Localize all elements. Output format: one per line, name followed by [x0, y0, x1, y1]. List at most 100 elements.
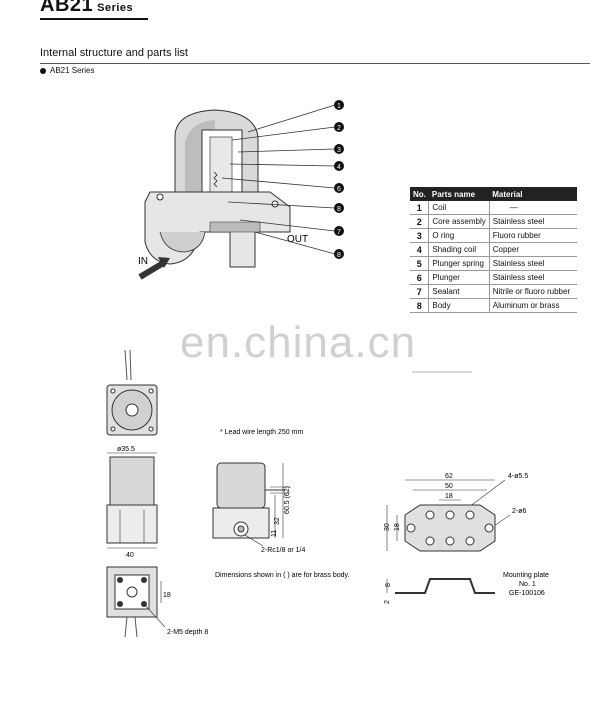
- mounting-plate-side: 8 2 Mounting plate No. 1 GE-100106: [384, 572, 549, 604]
- part-material: Fluoro rubber: [489, 228, 578, 243]
- watermark-text: en.china.cn: [180, 318, 417, 367]
- dim-bottom-18: 18: [163, 592, 171, 599]
- leader-lines: [221, 104, 336, 255]
- plate-label-1: Mounting plate: [503, 572, 549, 579]
- plunger-spring: [213, 171, 218, 188]
- table-row: 8 Body Aluminum or brass: [410, 298, 578, 313]
- dim-plate-62: 62: [445, 473, 453, 480]
- part-name: Shading coil: [428, 242, 490, 257]
- dim-plate-18-side: 18: [394, 523, 401, 531]
- header-no: No.: [410, 187, 429, 201]
- callout-text-6: 6: [337, 186, 341, 193]
- part-name: O ring: [428, 228, 490, 243]
- dim-plate-18-top: 18: [445, 493, 453, 500]
- table-row: 6 Plunger Stainless steel: [410, 270, 578, 285]
- inlet-port: [159, 231, 206, 253]
- dim-height-11: 11: [271, 530, 278, 537]
- part-no: 5: [410, 256, 430, 271]
- dimension-drawings: ø35.5 40 18 2-M5 depth 8 * Lead wire len…: [106, 349, 549, 638]
- in-label: IN: [138, 256, 148, 267]
- part-no: 2: [410, 214, 430, 229]
- part-material: Stainless steel: [489, 270, 578, 285]
- front-view-body: [106, 504, 158, 544]
- dim-plate-hole-4: 4-ø5.5: [508, 473, 528, 480]
- body-channel: [209, 221, 261, 233]
- part-material: Stainless steel: [489, 214, 578, 229]
- callout-text-3: 3: [337, 147, 341, 154]
- series-bullet-label: AB21 Series: [40, 66, 94, 75]
- callout-8a: [334, 203, 344, 213]
- part-material: Nitrile or fluoro rubber: [489, 284, 578, 299]
- part-material: Stainless steel: [489, 256, 578, 271]
- dim-diameter: ø35.5: [117, 446, 135, 453]
- top-view: [106, 349, 158, 436]
- title-underline: [40, 18, 148, 20]
- table-row: 1 Coil —: [410, 201, 578, 215]
- in-arrow-head: [158, 257, 170, 268]
- part-name: Plunger spring: [428, 256, 490, 271]
- front-view: ø35.5 40: [106, 446, 158, 559]
- table-row: 2 Core assembly Stainless steel: [410, 214, 578, 229]
- plate-side-profile: [395, 578, 495, 594]
- parts-table-header: No. Parts name Material: [410, 187, 578, 201]
- lead-wires-top: [124, 349, 132, 381]
- part-no: 3: [410, 228, 430, 243]
- part-no: 6: [410, 270, 430, 285]
- watermark-rule: [412, 371, 472, 373]
- plate-label-2: No. 1: [519, 581, 536, 588]
- callout-text-2: 2: [337, 125, 341, 132]
- side-view: * Lead wire length 250 mm 60.5 (62) 32 1…: [212, 429, 350, 579]
- dim-plate-8: 8: [385, 583, 392, 587]
- section-divider: [40, 63, 590, 64]
- out-label: OUT: [287, 234, 308, 245]
- dim-plate-50: 50: [445, 483, 453, 490]
- front-view-coil: [109, 456, 155, 506]
- part-no: 7: [410, 284, 430, 299]
- part-no: 1: [410, 201, 430, 215]
- mounting-plate-top: 62 50 18 4-ø5.5 2-ø6 30 18: [384, 473, 528, 552]
- callout-7: [334, 226, 344, 236]
- table-row: 4 Shading coil Copper: [410, 242, 578, 257]
- part-material: Aluminum or brass: [489, 298, 578, 313]
- part-no: 8: [410, 298, 430, 313]
- dim-width-40: 40: [126, 552, 134, 559]
- lead-wire-note: * Lead wire length 250 mm: [220, 429, 303, 436]
- dim-bottom-thread: 2-M5 depth 8: [167, 629, 208, 636]
- dim-height-32: 32: [274, 517, 281, 525]
- bullet-icon: [40, 67, 46, 74]
- series-name: AB21: [40, 0, 94, 16]
- part-name: Coil: [428, 201, 490, 215]
- callout-text-8a: 8: [337, 206, 341, 213]
- dim-plate-30: 30: [384, 523, 391, 531]
- bottom-view: 18 2-M5 depth 8: [106, 566, 208, 638]
- header-material: Material: [489, 187, 578, 201]
- dim-height-60-5: 60.5 (62): [284, 486, 291, 514]
- table-row: 7 Sealant Nitrile or fluoro rubber: [410, 284, 578, 299]
- in-arrow: [138, 259, 167, 280]
- parts-table: No. Parts name Material 1 Coil — 2 Core …: [410, 187, 578, 313]
- part-name: Body: [428, 298, 490, 313]
- callout-4: [334, 161, 344, 171]
- series-suffix: Series: [97, 2, 134, 14]
- table-row: 3 O ring Fluoro rubber: [410, 228, 578, 243]
- callout-markers: 1 2 3 4 6 8 7 8: [334, 100, 344, 259]
- callout-3: [334, 144, 344, 154]
- callout-6: [334, 183, 344, 193]
- internal-structure-diagram: IN OUT 1 2 3 4 6 8 7 8: [138, 100, 344, 280]
- callout-text-8: 8: [337, 252, 341, 259]
- dim-plate-hole-2: 2-ø6: [512, 508, 527, 515]
- part-no: 4: [410, 242, 430, 257]
- dim-port-label: 2-Rc1/8 or 1/4: [261, 547, 305, 554]
- top-view-center: [125, 403, 139, 417]
- table-row: 5 Plunger spring Stainless steel: [410, 256, 578, 271]
- series-bullet-text: AB21 Series: [50, 66, 95, 75]
- callout-text-7: 7: [337, 229, 341, 236]
- callout-text-4: 4: [337, 164, 341, 171]
- brass-note: Dimensions shown in ( ) are for brass bo…: [215, 572, 350, 579]
- plate-label-3: GE-100106: [509, 590, 545, 597]
- dim-plate-2: 2: [384, 600, 391, 604]
- callout-8: [334, 249, 344, 259]
- part-name: Sealant: [428, 284, 490, 299]
- mount-screw-left: [156, 193, 164, 201]
